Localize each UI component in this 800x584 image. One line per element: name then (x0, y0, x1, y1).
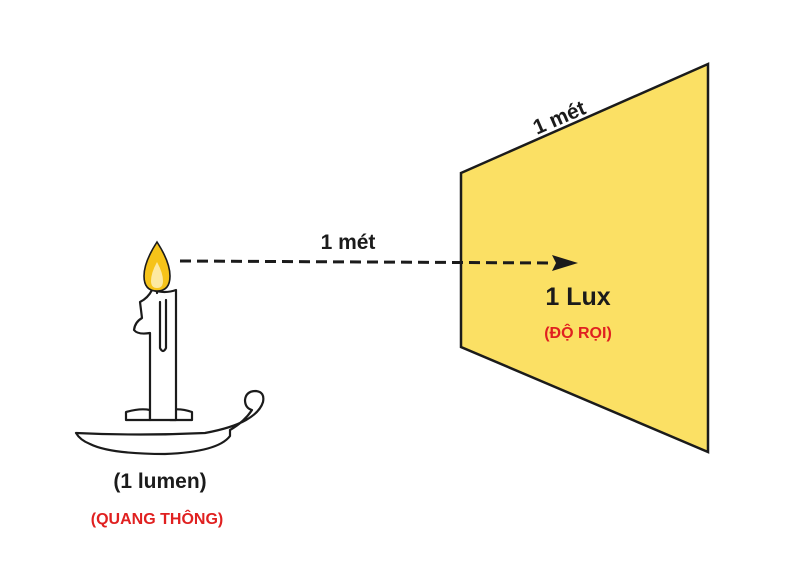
candle-icon (74, 280, 265, 456)
illuminance-term-label: (ĐỘ RỌI) (544, 323, 612, 342)
source-label: (1 lumen) (113, 470, 206, 493)
arrow-head-icon (552, 255, 578, 271)
source-term-label: (QUANG THÔNG) (91, 509, 223, 528)
distance-arrow-line (179, 259, 554, 265)
illuminance-label: 1 Lux (545, 283, 610, 311)
flame-inner-icon (151, 262, 163, 288)
illuminated-surface (459, 62, 710, 454)
distance-label: 1 mét (321, 231, 376, 254)
